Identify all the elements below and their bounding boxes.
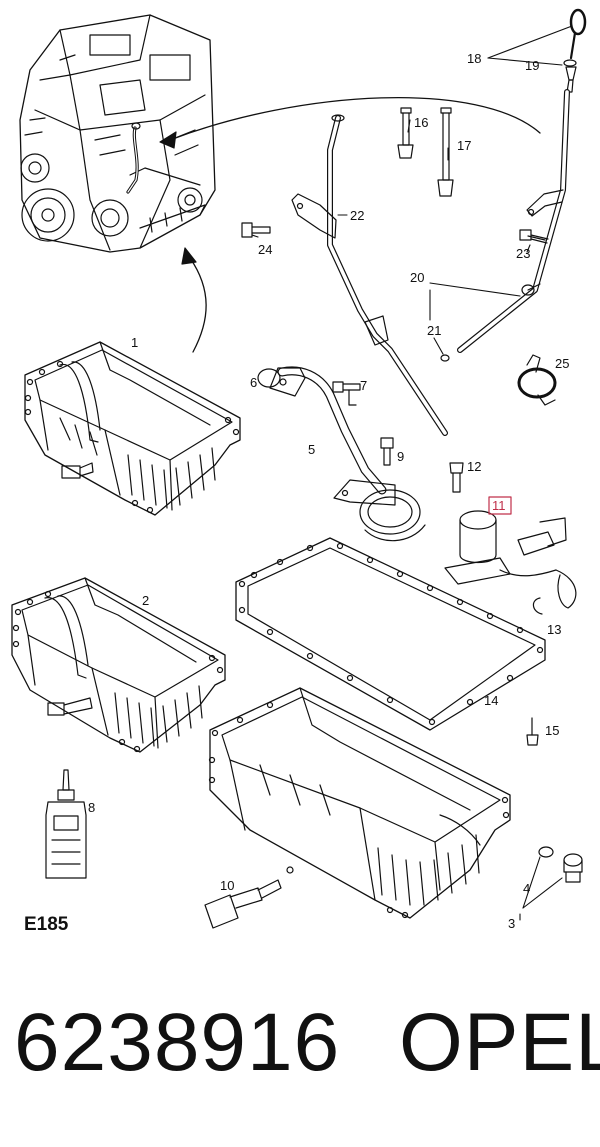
bolt-9 <box>380 437 394 466</box>
arrow-oilpan-to-engine <box>181 247 207 353</box>
callout-7: 7 <box>360 378 367 393</box>
callout-10: 10 <box>220 878 234 893</box>
callout-1: 1 <box>131 335 138 350</box>
part-number: 6238916 <box>14 997 341 1088</box>
oil-level-sensor <box>444 510 577 615</box>
drain-plug <box>563 853 583 883</box>
callout-17: 17 <box>457 138 471 153</box>
dipstick-guide-tube <box>291 114 448 436</box>
callout-6: 6 <box>250 375 257 390</box>
callout-11: 11 <box>492 498 506 513</box>
oil-pan-main <box>208 687 511 919</box>
bolt-7 <box>332 381 361 406</box>
callout-9: 9 <box>397 449 404 464</box>
callout-3: 3 <box>508 916 515 931</box>
drain-plug-seal <box>538 846 554 858</box>
bolt-16 <box>397 107 414 159</box>
callout-24: 24 <box>258 242 272 257</box>
callout-19: 19 <box>525 58 539 73</box>
flange-seal-6 <box>257 368 281 388</box>
bolt-15 <box>526 717 539 746</box>
leader-lines <box>251 25 573 921</box>
hose-clamp <box>517 354 557 406</box>
callout-5: 5 <box>308 442 315 457</box>
callout-23: 23 <box>516 246 530 261</box>
sealant-bottle <box>45 769 87 879</box>
callout-11-box <box>488 496 512 515</box>
bolt-24 <box>241 222 271 238</box>
callout-8: 8 <box>88 800 95 815</box>
oil-pan-gasket <box>235 537 546 731</box>
temperature-sensor <box>204 879 282 929</box>
callout-12: 12 <box>467 459 481 474</box>
engine-illustration <box>19 14 216 253</box>
diagram-page-code: E185 <box>24 914 69 935</box>
callout-2: 2 <box>142 593 149 608</box>
bolt-17 <box>437 107 454 197</box>
callout-13: 13 <box>547 622 561 637</box>
callout-4: 4 <box>523 881 530 896</box>
callout-20: 20 <box>410 270 424 285</box>
oil-pan-2 <box>11 577 226 753</box>
callout-18: 18 <box>467 51 481 66</box>
oil-dipstick <box>440 8 587 362</box>
brand-name: OPEL <box>399 997 600 1088</box>
callout-21: 21 <box>427 323 441 338</box>
bolt-12 <box>449 462 464 493</box>
callout-labels: 1 2 3 4 5 6 7 8 9 10 11 12 13 14 15 16 1… <box>88 51 569 931</box>
callout-22: 22 <box>350 208 364 223</box>
callout-15: 15 <box>545 723 559 738</box>
bolt-23 <box>519 229 549 244</box>
callout-16: 16 <box>414 115 428 130</box>
arrow-dipstick-to-engine <box>159 96 541 149</box>
callout-14: 14 <box>484 693 498 708</box>
oil-pan-1 <box>24 341 241 516</box>
callout-25: 25 <box>555 356 569 371</box>
